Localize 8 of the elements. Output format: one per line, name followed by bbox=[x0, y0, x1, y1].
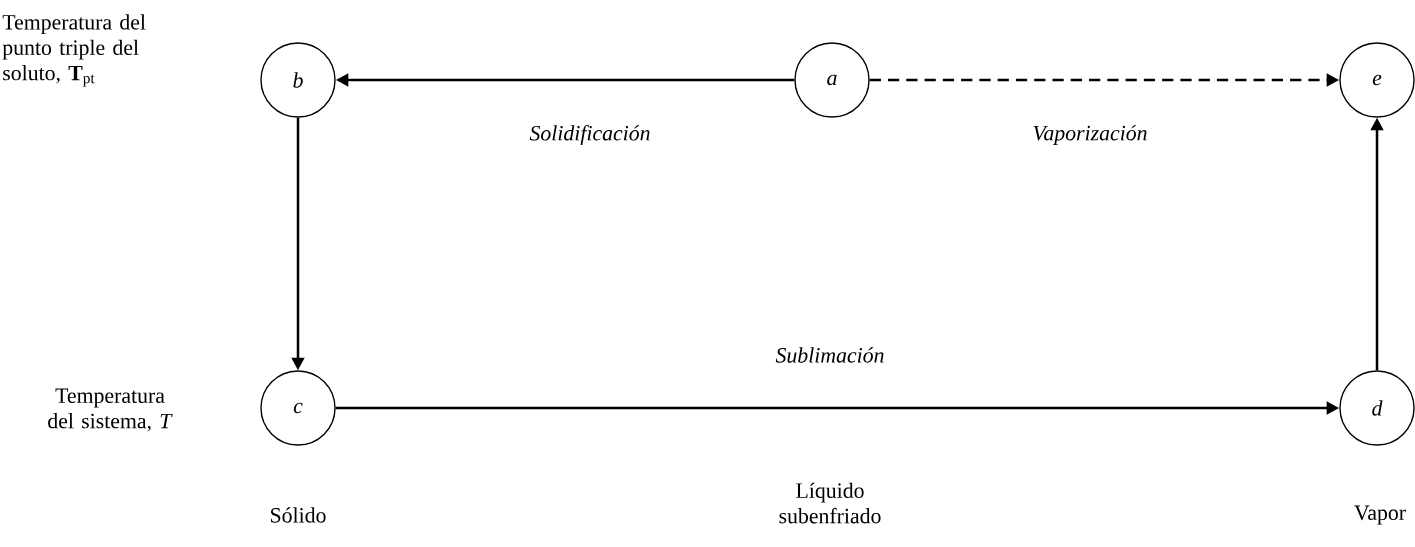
text-label: Líquido subenfriado bbox=[779, 482, 881, 524]
edge-label: Solidificación bbox=[529, 125, 650, 145]
text-label: Sólido bbox=[271, 507, 326, 523]
edge-label: Vaporización bbox=[1033, 125, 1147, 145]
text-label: Temperatura del punto triple del soluto, T$_{pt}$ bbox=[2, 14, 146, 87]
edge-label: Sublimación bbox=[775, 347, 884, 363]
text-label: Temperatura del sistema, T bbox=[48, 388, 173, 432]
text-label: Vapor bbox=[1354, 505, 1406, 525]
